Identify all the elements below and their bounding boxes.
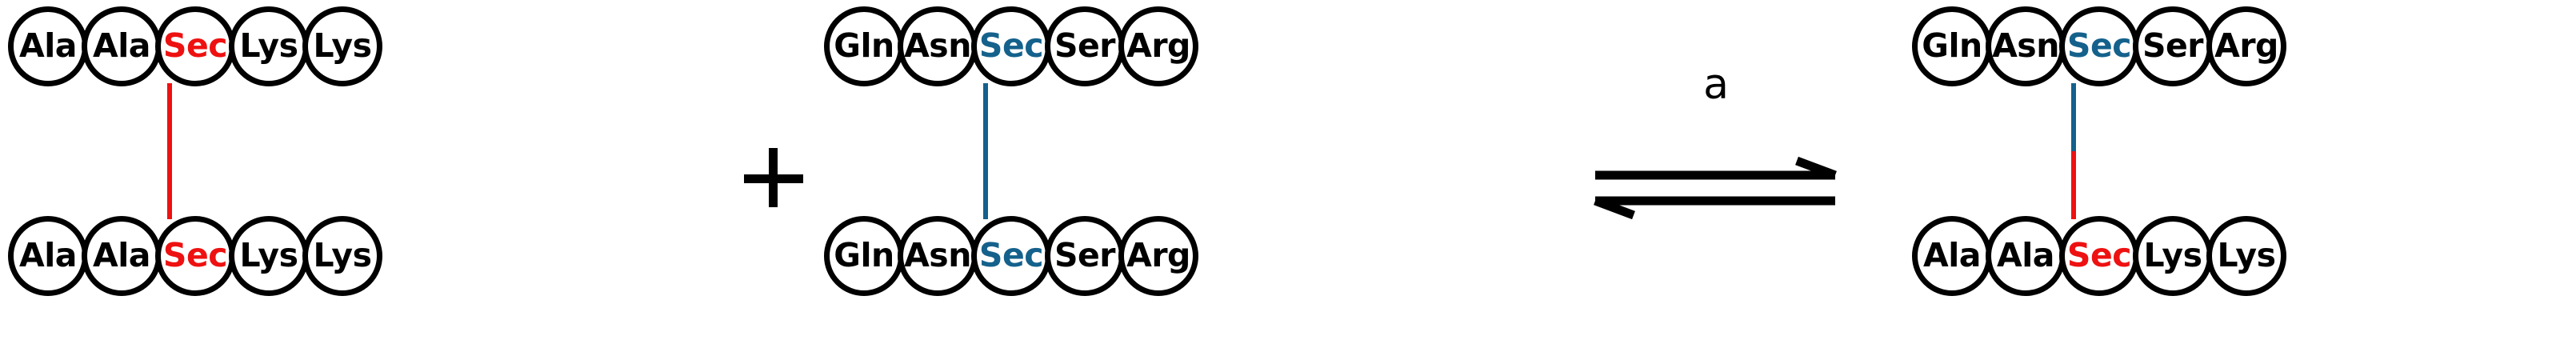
residue-circle[interactable]: Ala	[1912, 216, 1992, 296]
residue-label: Arg	[2214, 26, 2278, 65]
residue-label: Sec	[978, 26, 1044, 65]
residue-label: Sec	[2066, 235, 2132, 274]
residue-circle-sec[interactable]: Sec	[971, 216, 1051, 296]
residue-circle-sec[interactable]: Sec	[2059, 6, 2139, 86]
bond-upper-half	[983, 83, 988, 151]
plus-vertical-bar	[769, 148, 778, 207]
residue-circle[interactable]: Lys	[302, 216, 382, 296]
residue-circle[interactable]: Gln	[824, 216, 904, 296]
residue-label: Ala	[19, 26, 77, 65]
residue-label: Lys	[313, 235, 372, 274]
residue-circle-sec[interactable]: Sec	[155, 6, 235, 86]
residue-label: Sec	[162, 235, 228, 274]
residue-label: Asn	[904, 26, 971, 65]
residue-circle[interactable]: Arg	[2206, 6, 2286, 86]
equilibrium-arrow-group: a	[1592, 64, 1840, 224]
residue-circle[interactable]: Arg	[1118, 216, 1198, 296]
residue-circle[interactable]: Ser	[2133, 6, 2213, 86]
residue-label: Lys	[239, 26, 298, 65]
residue-label: Gln	[1922, 26, 1982, 65]
bond-lower-half	[983, 151, 988, 219]
residue-circle-sec[interactable]: Sec	[155, 216, 235, 296]
peptide-strand-top: Gln Asn Sec Ser Arg	[1912, 6, 2286, 86]
residue-circle[interactable]: Lys	[229, 216, 309, 296]
residue-label: Lys	[239, 235, 298, 274]
residue-circle[interactable]: Ala	[82, 6, 162, 86]
residue-label: Lys	[313, 26, 372, 65]
residue-label: Sec	[2066, 26, 2132, 65]
plus-operator-icon	[744, 148, 803, 207]
residue-label: Ser	[2142, 26, 2204, 65]
peptide-strand-bottom: Ala Ala Sec Lys Lys	[1912, 216, 2286, 296]
residue-circle-sec[interactable]: Sec	[2059, 216, 2139, 296]
residue-label: Lys	[2143, 235, 2202, 274]
residue-label: Sec	[162, 26, 228, 65]
diselenide-bond-reactant-2	[983, 83, 988, 219]
peptide-strand-bottom: Ala Ala Sec Lys Lys	[8, 216, 382, 296]
residue-label: Ala	[19, 235, 77, 274]
equilibrium-label: a	[1703, 61, 1729, 109]
residue-circle[interactable]: Lys	[2206, 216, 2286, 296]
residue-label: Arg	[1126, 26, 1190, 65]
residue-label: Ser	[1054, 26, 1116, 65]
residue-label: Asn	[1992, 26, 2059, 65]
bond-upper-half	[2071, 83, 2076, 151]
bond-upper-half	[167, 83, 172, 151]
bond-lower-half	[167, 151, 172, 219]
residue-circle[interactable]: Lys	[2133, 216, 2213, 296]
residue-label: Lys	[2217, 235, 2276, 274]
residue-circle[interactable]: Lys	[229, 6, 309, 86]
residue-label: Gln	[834, 235, 894, 274]
residue-label: Ala	[93, 26, 150, 65]
residue-circle[interactable]: Asn	[1986, 6, 2066, 86]
residue-label: Gln	[834, 26, 894, 65]
residue-label: Ser	[1054, 235, 1116, 274]
residue-circle[interactable]: Ser	[1045, 6, 1125, 86]
residue-label: Asn	[904, 235, 971, 274]
peptide-strand-bottom: Gln Asn Sec Ser Arg	[824, 216, 1198, 296]
residue-label: Ala	[1923, 235, 1981, 274]
residue-circle[interactable]: Asn	[898, 6, 978, 86]
bond-lower-half	[2071, 151, 2076, 219]
residue-circle[interactable]: Ala	[82, 216, 162, 296]
residue-circle[interactable]: Ser	[1045, 216, 1125, 296]
residue-circle[interactable]: Ala	[8, 216, 88, 296]
diselenide-bond-product	[2071, 83, 2076, 219]
diselenide-bond-reactant-1	[167, 83, 172, 219]
residue-circle[interactable]: Lys	[302, 6, 382, 86]
residue-circle[interactable]: Gln	[824, 6, 904, 86]
equilibrium-arrows-icon	[1594, 156, 1837, 220]
residue-label: Sec	[978, 235, 1044, 274]
residue-circle-sec[interactable]: Sec	[971, 6, 1051, 86]
residue-circle[interactable]: Asn	[898, 216, 978, 296]
residue-label: Ala	[1997, 235, 2054, 274]
residue-circle[interactable]: Ala	[1986, 216, 2066, 296]
residue-label: Arg	[1126, 235, 1190, 274]
residue-circle[interactable]: Gln	[1912, 6, 1992, 86]
peptide-strand-top: Ala Ala Sec Lys Lys	[8, 6, 382, 86]
peptide-strand-top: Gln Asn Sec Ser Arg	[824, 6, 1198, 86]
residue-label: Ala	[93, 235, 150, 274]
residue-circle[interactable]: Ala	[8, 6, 88, 86]
residue-circle[interactable]: Arg	[1118, 6, 1198, 86]
